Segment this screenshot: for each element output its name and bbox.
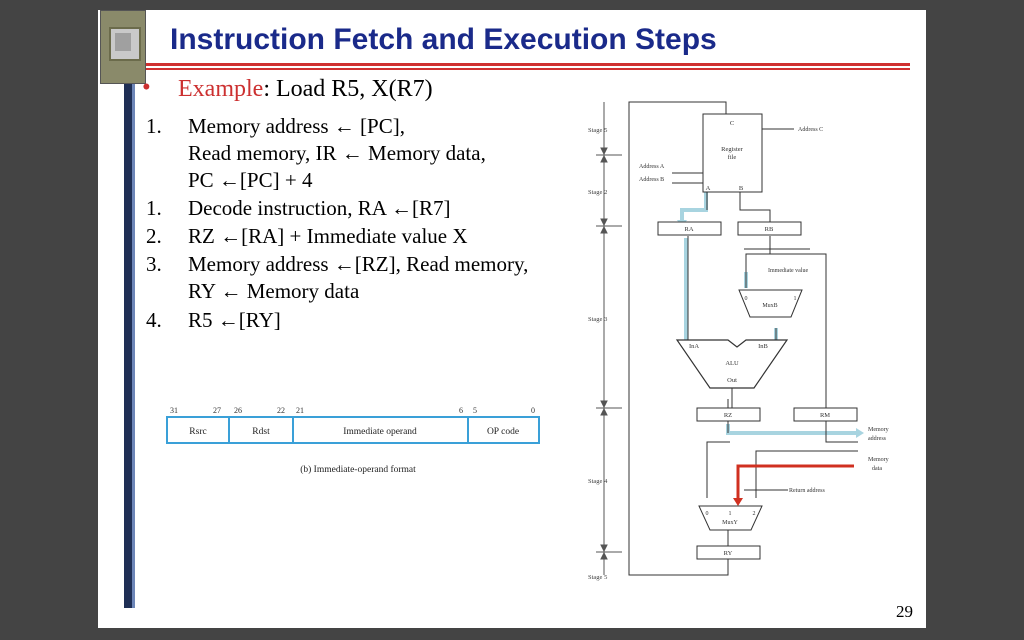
muxb-input-1: 1: [794, 296, 797, 302]
alu-label: ALU: [725, 360, 739, 367]
bit-label: 31: [170, 406, 178, 415]
chip-logo-icon: [100, 10, 146, 84]
ina-label: InA: [689, 343, 699, 350]
register-file-label: Register: [721, 146, 743, 153]
page-number: 29: [896, 602, 913, 621]
field-immediate: Immediate operand: [343, 427, 417, 437]
rb-label: RB: [765, 226, 774, 233]
muxb-label: MuxB: [762, 303, 777, 309]
step-number: 1.: [146, 114, 162, 138]
step-line: Read memory, IR ← Memory data,: [188, 141, 486, 165]
stage-label: Stage 4: [588, 478, 608, 485]
bit-label: 21: [296, 406, 304, 415]
bit-label: 27: [213, 406, 221, 415]
muxy-input-2: 2: [753, 511, 756, 517]
memory-address-label: Memory: [868, 427, 889, 433]
rb-register: [737, 221, 802, 236]
ra-label: RA: [684, 226, 693, 233]
address-a-label: Address A: [639, 164, 665, 170]
port-a-label: A: [706, 185, 711, 192]
muxy-input-0: 0: [706, 511, 709, 517]
address-c-label: Address C: [798, 127, 823, 133]
example-keyword: Example: [178, 76, 264, 102]
memory-data-label: Memory: [868, 457, 889, 463]
return-address-label: Return address: [789, 488, 825, 494]
title-rule: [146, 63, 910, 66]
bit-label: 0: [531, 406, 535, 415]
left-accent-bar: [124, 84, 132, 608]
field-opcode: OP code: [487, 427, 519, 437]
rz-register: [696, 407, 761, 422]
left-accent-bar-light: [132, 84, 135, 608]
example-line: Example: Load R5, X(R7): [178, 76, 433, 103]
step-line: RY ← Memory data: [188, 279, 360, 303]
register-file-box: [702, 113, 763, 193]
step-line: RZ ←[RA] + Immediate value X: [188, 224, 468, 248]
memory-data-label: data: [872, 466, 882, 472]
step-number: 2.: [146, 224, 162, 248]
slide: Instruction Fetch and Execution Steps • …: [98, 10, 926, 628]
stage-label: Stage 2: [588, 189, 607, 196]
step-line: Decode instruction, RA ←[R7]: [188, 196, 451, 220]
muxb-input-0: 0: [745, 296, 748, 302]
address-b-label: Address B: [639, 177, 664, 183]
step-number: 3.: [146, 252, 162, 276]
step-line: Memory address ← [PC],: [188, 114, 405, 138]
port-c-label: C: [730, 120, 734, 127]
immediate-value-label: Immediate value: [768, 268, 808, 274]
slide-title: Instruction Fetch and Execution Steps: [170, 23, 717, 56]
rz-label: RZ: [724, 412, 732, 419]
step-line: PC ←[PC] + 4: [188, 168, 313, 192]
muxy: [698, 505, 763, 531]
muxb: [738, 289, 803, 318]
ry-register: [696, 545, 761, 560]
rm-label: RM: [820, 412, 830, 419]
ra-register: [657, 221, 722, 236]
rm-register: [793, 407, 858, 422]
step-number: 1.: [146, 196, 162, 220]
alu: [675, 339, 789, 389]
stage-label: Stage 5: [588, 127, 607, 134]
instruction-format-figure: 31 27 26 22 21 6 5 0 Rsrc Rdst Immediate…: [166, 406, 540, 475]
muxy-label: MuxY: [722, 520, 738, 526]
register-file-label: file: [728, 154, 737, 161]
port-b-label: B: [739, 185, 744, 192]
format-caption: (b) Immediate-operand format: [300, 464, 416, 475]
memory-address-label: address: [868, 436, 887, 442]
muxy-input-1: 1: [729, 511, 732, 517]
bit-label: 26: [234, 406, 242, 415]
bullet-icon: •: [142, 74, 151, 101]
inb-label: InB: [758, 343, 768, 350]
example-text: : Load R5, X(R7): [263, 76, 433, 102]
alu-out-label: Out: [727, 377, 737, 384]
step-line: R5 ←[RY]: [188, 308, 281, 332]
step-line: Memory address ←[RZ], Read memory,: [188, 252, 529, 276]
datapath-diagram: Stage 5 Stage 2 Stage 3 Stage 4 Stage 5: [588, 101, 889, 581]
bit-label: 22: [277, 406, 285, 415]
bit-label: 5: [473, 406, 477, 415]
stage-label: Stage 3: [588, 316, 607, 323]
ry-label: RY: [724, 550, 733, 557]
field-rdst: Rdst: [252, 427, 270, 437]
step-number: 4.: [146, 308, 162, 332]
title-rule-thin: [146, 68, 910, 70]
field-rsrc: Rsrc: [189, 427, 206, 437]
bit-label: 6: [459, 406, 463, 415]
stage-label: Stage 5: [588, 574, 607, 581]
